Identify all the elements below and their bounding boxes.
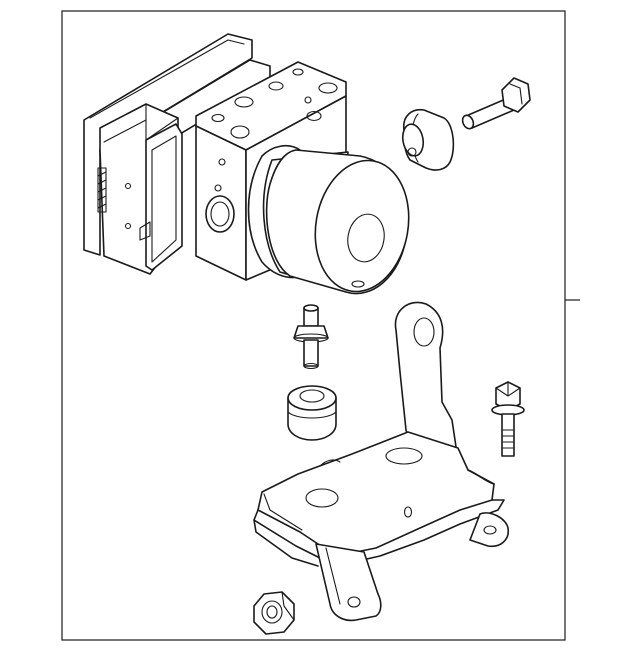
abs-modulator-assembly	[83, 33, 410, 295]
rubber-grommet	[401, 108, 455, 171]
hex-nut	[253, 591, 295, 635]
bracket-bolt	[491, 381, 525, 457]
mounting-stud	[293, 304, 329, 370]
mounting-bolt	[461, 77, 531, 130]
rubber-mount	[287, 385, 337, 441]
diagram-frame	[61, 10, 566, 641]
mounting-bracket	[253, 301, 510, 622]
